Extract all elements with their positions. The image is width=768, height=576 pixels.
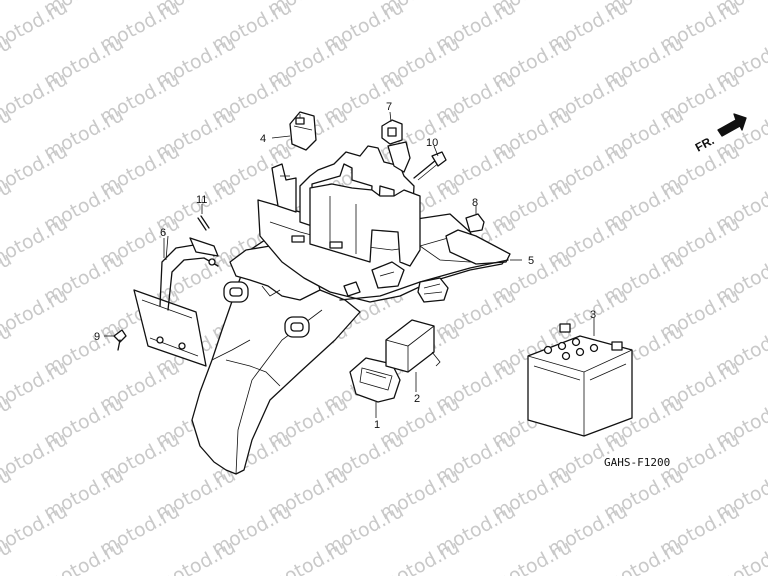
rear-fender <box>191 237 361 475</box>
callout-10: 10 <box>426 137 438 149</box>
callout-5: 5 <box>528 255 534 267</box>
callout-9: 9 <box>94 331 100 343</box>
part-6-license-bracket <box>133 235 219 367</box>
part-4-connector <box>271 111 317 151</box>
diagram-code: GAHS-F1200 <box>604 456 670 469</box>
part-1-relay <box>349 357 401 418</box>
callout-4: 4 <box>260 133 266 145</box>
part-9-screw <box>104 329 127 351</box>
part-8-clip <box>465 206 485 233</box>
watermark-text: motod.ru <box>712 536 768 576</box>
watermark-text: motod.ru <box>488 536 575 576</box>
part-11-pin <box>197 204 210 231</box>
callout-6: 6 <box>160 227 166 239</box>
watermark-text: motod.ru <box>376 536 463 576</box>
watermark-text: motod.ru <box>600 536 687 576</box>
callouts: 1 2 3 4 5 6 7 8 9 10 11 <box>94 101 596 431</box>
callout-11: 11 <box>196 194 207 206</box>
part-3-battery <box>527 318 633 437</box>
watermark-text: motod.ru <box>0 0 15 20</box>
part-2-relay-box <box>385 319 441 392</box>
callout-8: 8 <box>472 197 478 209</box>
watermark-text: motod.ru <box>40 536 127 576</box>
battery-tray <box>257 141 511 303</box>
part-7-clip <box>381 111 403 145</box>
callout-3: 3 <box>590 309 596 321</box>
callout-2: 2 <box>414 393 420 405</box>
callout-7: 7 <box>386 101 392 113</box>
callout-1: 1 <box>374 419 380 431</box>
part-10-bolt <box>413 145 447 181</box>
watermark-text: motod.ru <box>152 536 239 576</box>
watermark-text: motod.ru <box>264 536 351 576</box>
